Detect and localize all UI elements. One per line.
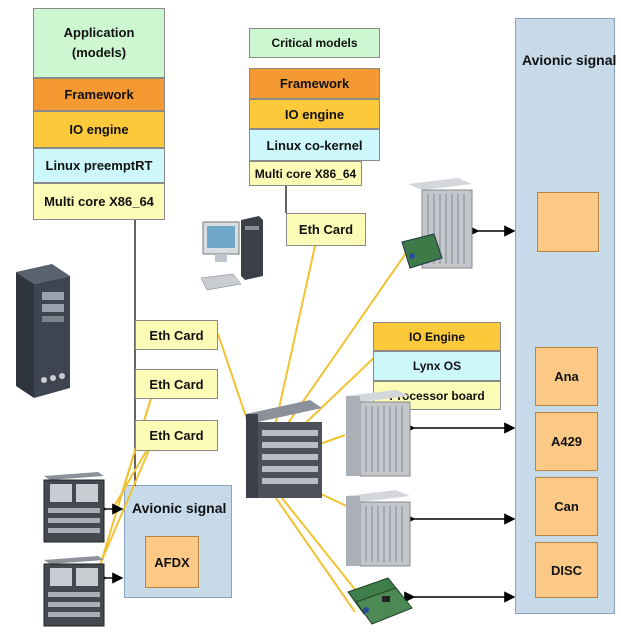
eth-card-3: Eth Card [135,420,218,451]
disc-box: DISC [535,542,598,598]
critical-io-engine-box: IO engine [249,99,380,129]
afdx-chassis-top-image [43,472,105,543]
avionic-signal-title-bottom: Avionic signal [132,500,227,516]
desktop-pc-image [200,216,263,291]
critical-framework-box: Framework [249,68,380,99]
eth-card-critical: Eth Card [286,213,366,246]
a429-box: A429 [535,412,598,471]
lynx-os-box: Lynx OS [373,351,501,381]
avionic-io-box [537,192,599,252]
afdx-chassis-bottom-image [43,556,105,627]
avionic-signal-title-right: Avionic signal [522,52,617,68]
lynx-io-engine-box: IO Engine [373,322,501,351]
linux-preemptrt-box: Linux preemptRT [33,148,165,183]
linux-cokernel-box: Linux co-kernel [249,129,380,161]
network-switch-image [246,400,322,498]
host-framework-box: Framework [33,78,165,111]
host-multicore-box: Multi core X86_64 [33,183,165,220]
vme-rack-top-image [401,178,473,269]
host-io-engine-box: IO engine [33,111,165,148]
vme-rack-lower-image [346,490,411,567]
afdx-box: AFDX [145,536,199,588]
circuit-boards-image [347,577,413,625]
application-label: Application [63,25,135,40]
eth-card-2: Eth Card [135,369,218,399]
application-models-box: Application (models) [33,8,165,78]
eth-card-1: Eth Card [135,320,218,350]
vme-rack-middle-image [346,390,411,477]
server-tower-image [16,264,70,398]
ana-box: Ana [535,347,598,406]
critical-models-box: Critical models [249,28,380,58]
can-box: Can [535,477,598,536]
critical-multicore-box: Multi core X86_64 [249,161,362,186]
models-label: (models) [71,45,127,60]
